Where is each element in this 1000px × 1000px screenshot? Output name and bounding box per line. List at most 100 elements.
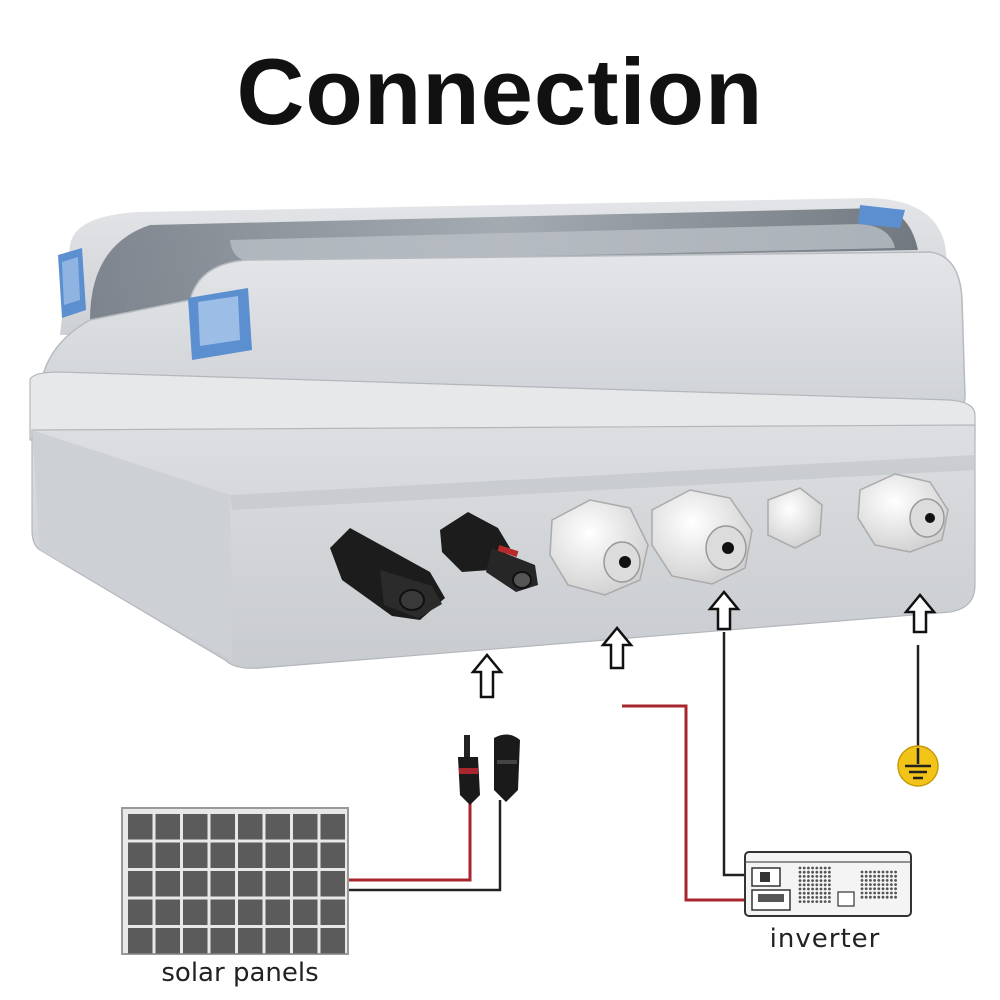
vent-hole [877, 879, 881, 882]
vent-hole [881, 891, 885, 895]
solar-cell [155, 814, 180, 840]
vent-hole [802, 887, 806, 891]
solar-cell [210, 842, 235, 868]
vent-hole [885, 883, 889, 886]
vent-hole [828, 883, 831, 887]
solar-cell [183, 928, 208, 954]
inverter-vent-left [798, 866, 831, 903]
solar-cells [128, 814, 345, 954]
vent-hole [802, 883, 806, 887]
latch-right [858, 205, 905, 228]
vent-hole [807, 887, 810, 891]
vent-hole [807, 896, 810, 899]
vent-hole [864, 891, 868, 895]
vent-hole [802, 879, 806, 882]
vent-hole [798, 870, 802, 874]
vent-hole [807, 879, 810, 882]
vent-hole [877, 870, 881, 874]
vent-hole [823, 900, 827, 903]
cable-gland-2 [651, 489, 753, 585]
vent-hole [828, 887, 831, 891]
latch-middle [188, 288, 252, 360]
vent-hole [815, 900, 819, 903]
solar-cell [320, 899, 345, 925]
solar-cell [210, 899, 235, 925]
ground-icon [897, 745, 939, 787]
vent-hole [864, 883, 868, 886]
vent-hole [828, 870, 831, 874]
arrow-up-icon [903, 593, 937, 634]
vent-hole [890, 879, 893, 882]
vent-hole [885, 887, 889, 891]
vent-hole [815, 866, 819, 870]
solar-cell [128, 842, 153, 868]
vent-hole [815, 891, 819, 895]
vent-hole [894, 895, 897, 899]
vent-hole [819, 900, 823, 903]
vent-hole [890, 883, 893, 886]
solar-cell [293, 814, 318, 840]
solar-cell [293, 928, 318, 954]
vent-hole [802, 870, 806, 874]
vent-hole [877, 883, 881, 886]
solar-cell [265, 928, 290, 954]
vent-hole [881, 874, 885, 878]
vent-hole [819, 866, 823, 870]
vent-hole [894, 874, 897, 878]
solar-cell [238, 928, 263, 954]
vent-hole [815, 887, 819, 891]
solar-cell [155, 842, 180, 868]
vent-hole [823, 875, 827, 878]
vent-hole [798, 891, 802, 895]
vent-hole [869, 874, 872, 878]
vent-hole [860, 895, 864, 899]
vent-hole [894, 891, 897, 895]
vent-hole [802, 896, 806, 899]
vent-hole [864, 874, 868, 878]
solar-cell [265, 871, 290, 897]
vent-hole [823, 870, 827, 874]
vent-hole [873, 887, 876, 891]
arrow-up-icon [470, 653, 504, 699]
vent-hole [828, 896, 831, 899]
blanking-plug [767, 487, 823, 549]
vent-hole [885, 870, 889, 874]
vent-hole [807, 870, 810, 874]
vent-hole [807, 883, 810, 887]
solar-panel [121, 807, 349, 955]
vent-hole [828, 879, 831, 882]
vent-hole [802, 875, 806, 878]
vent-hole [877, 874, 881, 878]
solar-cell [183, 899, 208, 925]
vent-hole [828, 875, 831, 878]
vent-hole [819, 896, 823, 899]
vent-hole [823, 879, 827, 882]
vent-hole [815, 883, 819, 887]
vent-hole [894, 883, 897, 886]
vent-hole [877, 887, 881, 891]
vent-hole [819, 875, 823, 878]
red-wire-panel [346, 790, 472, 882]
solar-cell [210, 871, 235, 897]
vent-hole [823, 896, 827, 899]
vent-hole [828, 891, 831, 895]
vent-hole [798, 896, 802, 899]
vent-hole [811, 896, 814, 899]
enclosure-box [29, 198, 976, 669]
vent-hole [815, 875, 819, 878]
vent-hole [890, 887, 893, 891]
vent-hole [823, 883, 827, 887]
solar-cell [238, 871, 263, 897]
vent-hole [881, 870, 885, 874]
vent-hole [811, 887, 814, 891]
solar-cell [210, 928, 235, 954]
vent-hole [860, 870, 864, 874]
vent-hole [798, 875, 802, 878]
enclosure-rim [29, 371, 976, 441]
solar-cell [320, 814, 345, 840]
red-wire-inverter [622, 704, 745, 902]
vent-hole [815, 896, 819, 899]
vent-hole [885, 874, 889, 878]
vent-hole [811, 866, 814, 870]
vent-hole [864, 895, 868, 899]
